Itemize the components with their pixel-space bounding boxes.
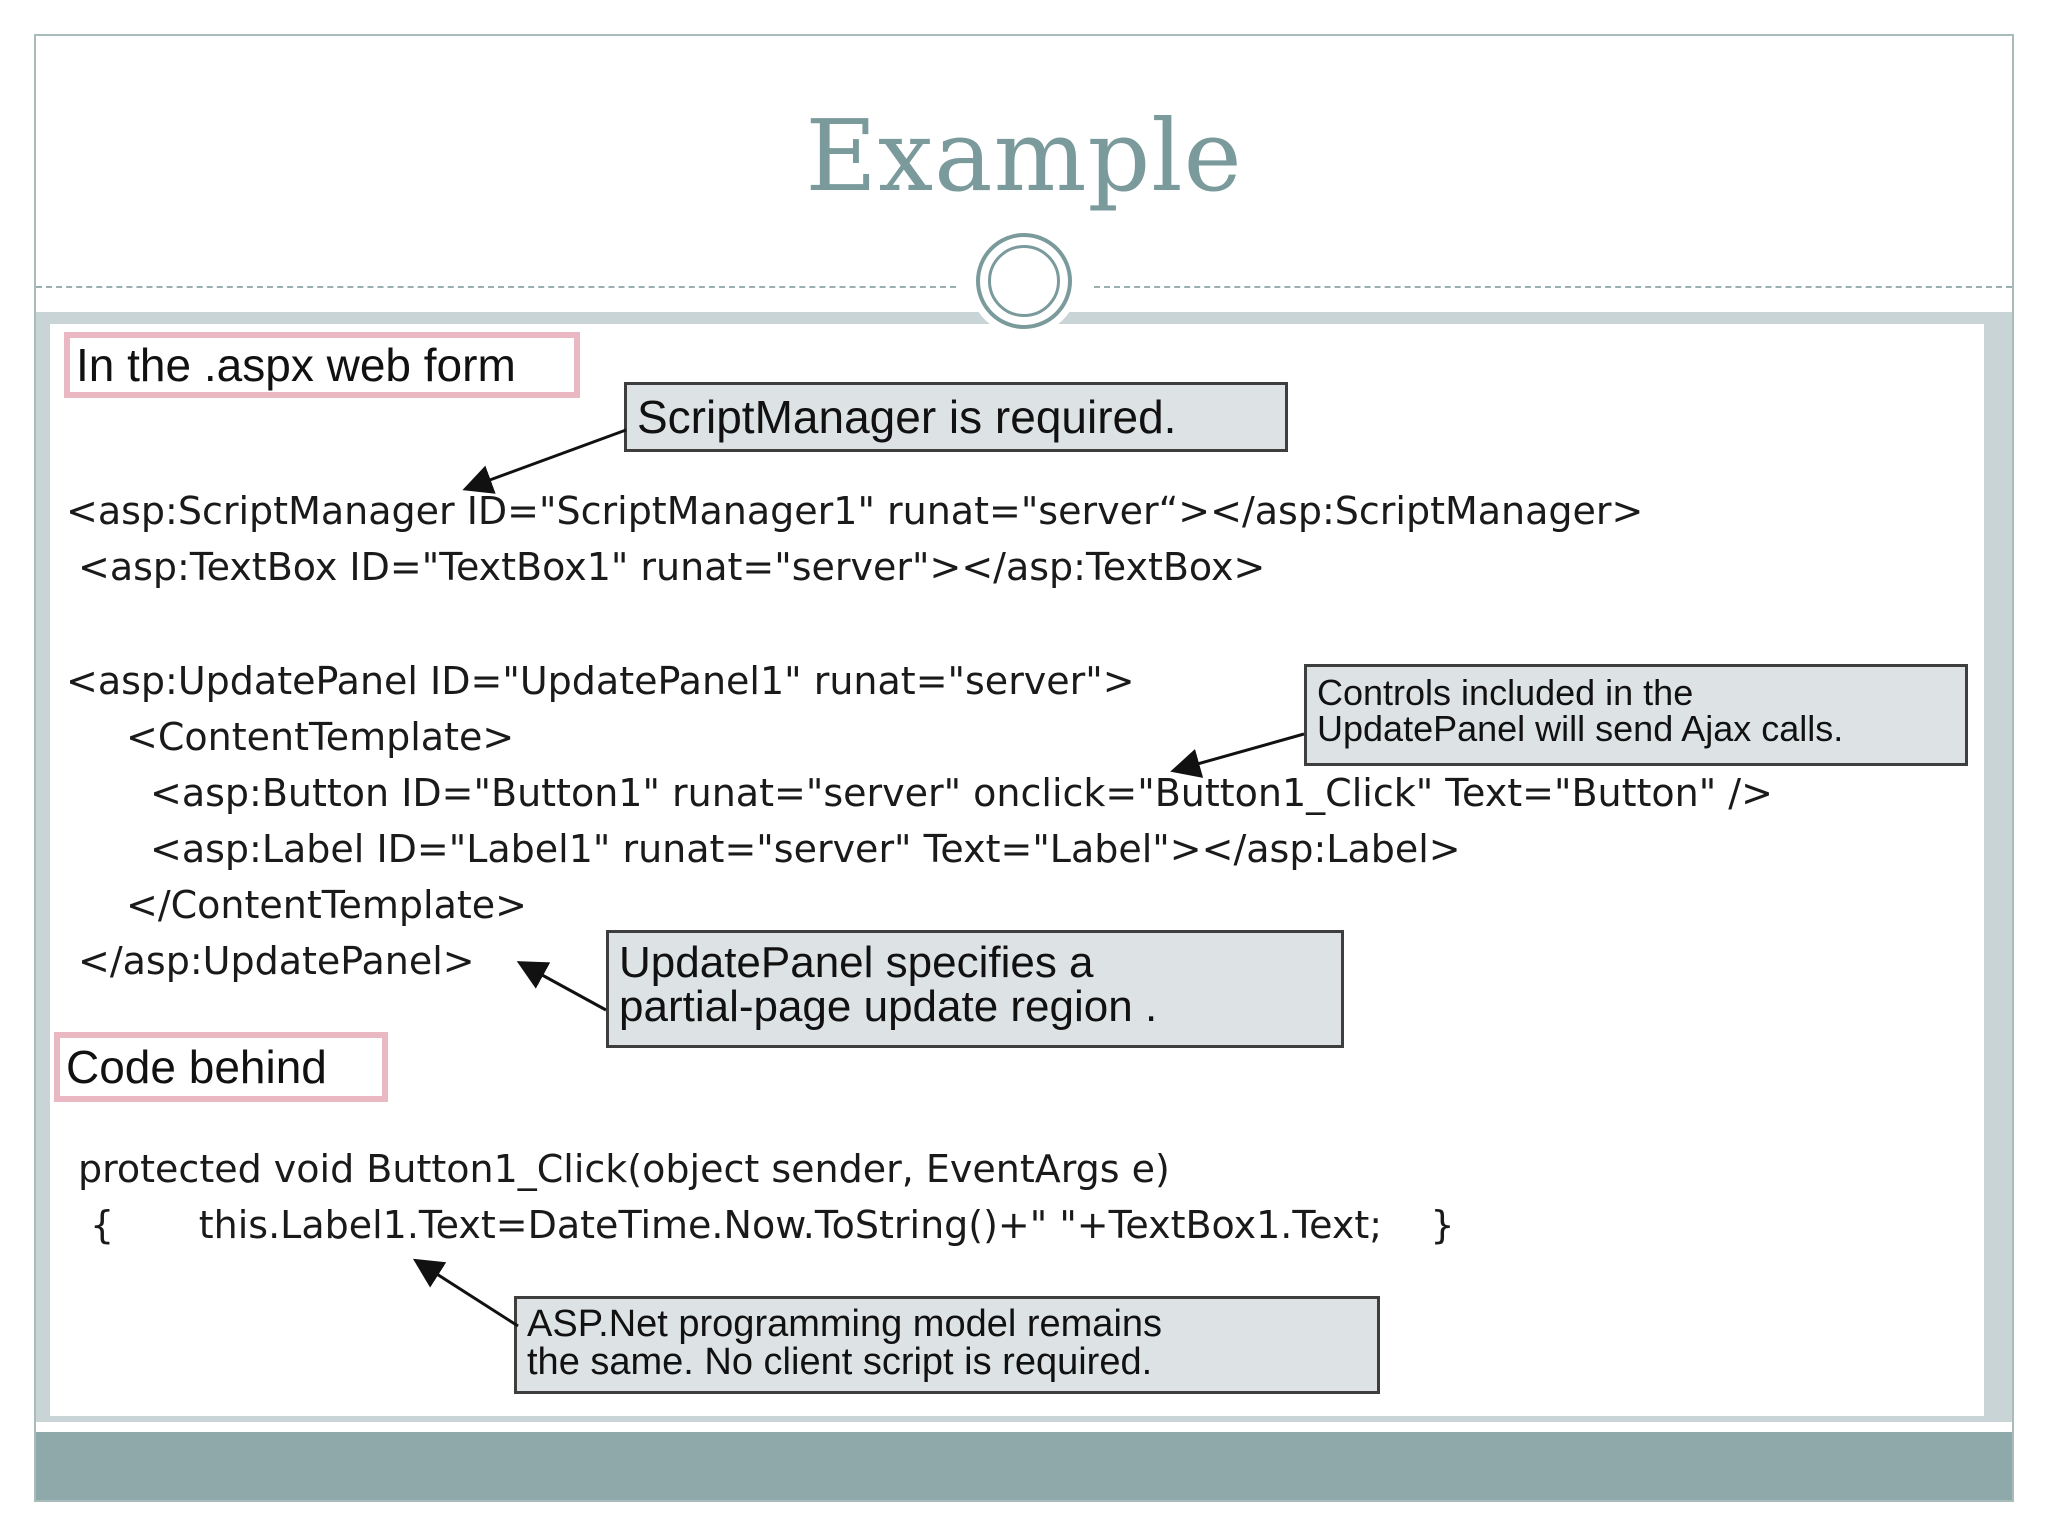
code-behind-label: Code behind (54, 1032, 388, 1102)
update-panel-arrow (516, 961, 607, 1012)
code-line-script-manager: <asp:ScriptManager ID="ScriptManager1" r… (66, 489, 1644, 533)
script-manager-arrow (462, 428, 627, 494)
content-panel (50, 324, 1984, 1416)
controls-callout: Controls included in the UpdatePanel wil… (1304, 664, 1968, 766)
aspnet-callout-line1: ASP.Net programming model remains (527, 1303, 1163, 1345)
code-line-update-panel-close: </asp:UpdatePanel> (78, 939, 475, 983)
code-line-button: <asp:Button ID="Button1" runat="server" … (150, 771, 1773, 815)
code-line-textbox: <asp:TextBox ID="TextBox1" runat="server… (78, 545, 1266, 589)
script-manager-callout: ScriptManager is required. (624, 382, 1288, 452)
footer-bar (36, 1432, 2012, 1500)
circle-ornament-inner-ring (988, 245, 1060, 317)
code-line-content-template-close: </ContentTemplate> (126, 883, 528, 927)
aspnet-callout-line2: the same. No client script is required. (527, 1341, 1153, 1383)
update-panel-callout-line2: partial-page update region . (619, 982, 1158, 1031)
controls-arrow (1170, 732, 1305, 778)
script-manager-callout-text: ScriptManager is required. (637, 391, 1177, 443)
code-line-content-template-open: <ContentTemplate> (126, 715, 515, 759)
aspnet-arrow (412, 1258, 519, 1328)
divider-right (1094, 286, 2012, 288)
code-line-method-body: { this.Label1.Text=DateTime.Now.ToString… (90, 1203, 1455, 1247)
update-panel-callout: UpdatePanel specifies a partial-page upd… (606, 930, 1344, 1048)
code-line-update-panel-open: <asp:UpdatePanel ID="UpdatePanel1" runat… (66, 659, 1135, 703)
code-line-method-signature: protected void Button1_Click(object send… (78, 1147, 1170, 1191)
update-panel-callout-line1: UpdatePanel specifies a (619, 938, 1094, 987)
controls-callout-line2: UpdatePanel will send Ajax calls. (1317, 708, 1844, 749)
code-line-label: <asp:Label ID="Label1" runat="server" Te… (150, 827, 1461, 871)
aspx-form-label: In the .aspx web form (64, 332, 580, 398)
controls-callout-line1: Controls included in the (1317, 672, 1694, 713)
divider-left (36, 286, 956, 288)
slide-title: Example (805, 100, 1243, 214)
aspnet-callout: ASP.Net programming model remains the sa… (514, 1296, 1380, 1394)
